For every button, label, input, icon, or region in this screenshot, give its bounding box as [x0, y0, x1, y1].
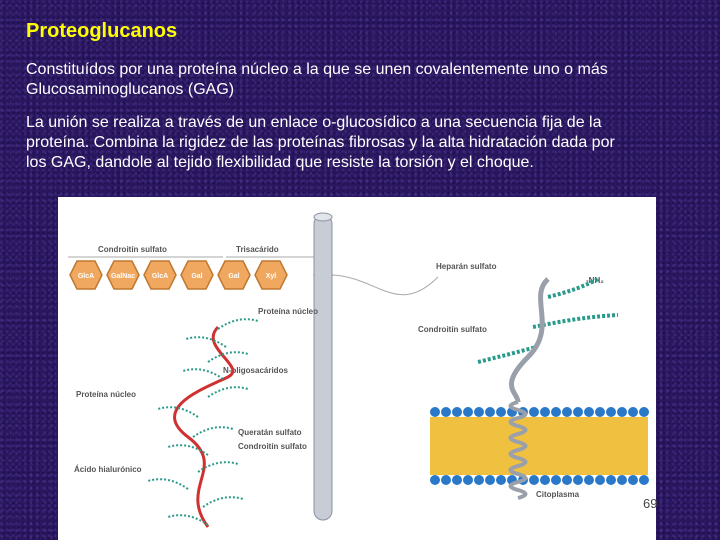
sugar-hexagon: [69, 260, 103, 290]
lipid-head: [606, 475, 616, 485]
lipid-head: [551, 475, 561, 485]
lipid-head: [562, 407, 572, 417]
sugar-unit-label: Gal: [228, 273, 239, 280]
gag-bristle: [157, 406, 199, 418]
gag-bristle: [202, 496, 244, 508]
page-number: 69: [643, 496, 658, 511]
lipid-head: [595, 407, 605, 417]
lipid-head: [496, 407, 506, 417]
lipid-head: [430, 407, 440, 417]
paragraph-definition: Constituídos por una proteína núcleo a l…: [26, 60, 706, 100]
sugar-hexagon: [106, 260, 140, 290]
label-proteina-nucleo-2: Proteína núcleo: [76, 390, 136, 399]
label-acido-hialuronico: Ácido hialurónico: [74, 465, 142, 474]
label-condroitin-sulfato-3: Condroitín sulfato: [238, 442, 307, 451]
sugar-unit-label: Gal: [191, 273, 202, 280]
lipid-head: [463, 407, 473, 417]
lipid-head: [540, 475, 550, 485]
gag-bristle: [147, 478, 189, 490]
transmembrane-helix: [508, 400, 528, 500]
sugar-unit-label: GlcA: [78, 273, 94, 280]
lipid-head: [639, 407, 649, 417]
chondroitin-strand: [477, 345, 537, 364]
lipid-head: [430, 475, 440, 485]
sugar-hexagon: [180, 260, 214, 290]
lipid-head: [584, 407, 594, 417]
gag-bristle: [192, 426, 234, 438]
gag-bristle: [185, 336, 227, 348]
sugar-hexagon: [254, 260, 288, 290]
lipid-head: [595, 475, 605, 485]
lipid-head: [452, 475, 462, 485]
label-proteina-nucleo: Proteína núcleo: [258, 307, 318, 316]
lipid-head: [551, 407, 561, 417]
lipid-head: [562, 475, 572, 485]
paragraph-line: La unión se realiza a través de un enlac…: [26, 114, 602, 131]
lipid-head: [463, 475, 473, 485]
pointer-line: [331, 274, 439, 296]
sugar-chain: GlcAGalNacGlcAGalGalXylSer: [69, 260, 439, 296]
lipid-head: [441, 407, 451, 417]
lipid-head: [617, 475, 627, 485]
label-queratan-sulfato: Queratán sulfato: [238, 428, 302, 437]
sugar-unit-label: GalNac: [111, 273, 135, 280]
lipid-head: [529, 407, 539, 417]
lipid-head: [628, 475, 638, 485]
core-protein-rod: [313, 214, 333, 521]
chondroitin-strand: [532, 313, 619, 329]
hyaluronic-red-chain: [173, 325, 235, 528]
gag-bristles: [147, 318, 259, 526]
label-condroitin-sulfato: Condroitín sulfato: [98, 245, 167, 254]
lipid-head: [573, 475, 583, 485]
lipid-head: [639, 475, 649, 485]
paragraph-union: La unión se realiza a través de un enlac…: [26, 113, 706, 173]
paragraph-line: Glucosaminoglucanos (GAG): [26, 81, 235, 98]
lipid-head: [441, 475, 451, 485]
lipid-head: [485, 475, 495, 485]
lipid-head: [474, 475, 484, 485]
lipid-head: [452, 407, 462, 417]
proteoglycan-figure: Condroitín sulfato Trisacárido GlcA GalNa…: [58, 197, 656, 540]
lipid-head: [584, 475, 594, 485]
cell-membrane: [430, 407, 649, 485]
lipid-head: [606, 407, 616, 417]
gag-bristle: [217, 318, 259, 330]
figure-drawing: Condroitín sulfato Trisacárido GlcA GalNa…: [68, 212, 649, 528]
gag-bristle: [182, 368, 224, 380]
lipid-head: [496, 475, 506, 485]
paragraph-line: los GAG, dandole al tejido flexibilidad …: [26, 154, 534, 171]
lipid-head: [540, 407, 550, 417]
lipid-head: [628, 407, 638, 417]
lipid-head: [474, 407, 484, 417]
gag-bristle: [207, 386, 249, 398]
lipid-head: [573, 407, 583, 417]
label-heparan-sulfato: Heparán sulfato: [436, 262, 497, 271]
paragraph-line: Constituídos por una proteína núcleo a l…: [26, 61, 608, 78]
paragraph-line: proteína. Combina la rigidez de las prot…: [26, 134, 615, 151]
label-trisacarido: Trisacárido: [236, 245, 279, 254]
sugar-hexagon: [217, 260, 251, 290]
sugar-unit-label: GlcA: [152, 273, 168, 280]
slide-title: Proteoglucanos: [26, 20, 178, 42]
lipid-tails: [430, 417, 648, 475]
sugar-unit-label: Xyl: [266, 273, 277, 280]
lipid-head: [529, 475, 539, 485]
lipid-head: [617, 407, 627, 417]
label-condroitin-sulfato-2: Condroitín sulfato: [418, 325, 487, 334]
core-rod-top: [313, 212, 333, 222]
label-n-oligosacaridos: N-oligosacáridos: [223, 366, 288, 375]
lipid-head: [485, 407, 495, 417]
sugar-hexagon: [143, 260, 177, 290]
label-citoplasma: Citoplasma: [536, 490, 580, 499]
core-protein-loop: [509, 277, 550, 403]
heparan-strand: [547, 277, 599, 299]
